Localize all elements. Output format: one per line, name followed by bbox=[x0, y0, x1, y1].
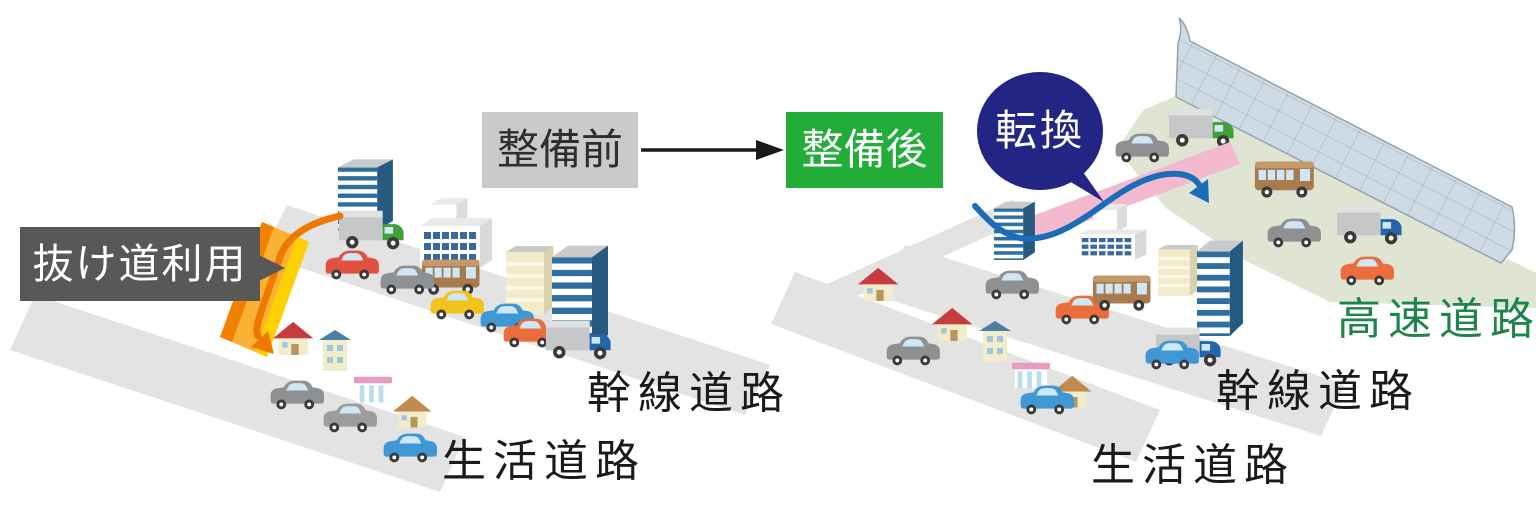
before-scene bbox=[10, 159, 770, 492]
conversion-arrow-icon bbox=[972, 170, 1209, 242]
house-icon bbox=[272, 321, 314, 355]
bus-icon bbox=[1092, 275, 1151, 311]
office-building-icon bbox=[1078, 229, 1147, 260]
arterial-road-label-before: 幹線道路 bbox=[587, 369, 791, 418]
sound-barrier-icon bbox=[1175, 17, 1516, 264]
before-label-box: 整備前 bbox=[482, 112, 638, 188]
tower-building-icon bbox=[1197, 240, 1243, 336]
shop-icon bbox=[1011, 362, 1050, 389]
residential-road bbox=[771, 272, 1160, 462]
house-icon bbox=[319, 330, 351, 371]
cream-building-icon bbox=[1158, 245, 1198, 296]
expressway-road-label: 高速道路 bbox=[1337, 295, 1536, 344]
conversion-callout-bubble: 転換 bbox=[977, 72, 1103, 190]
after-scene bbox=[771, 17, 1536, 462]
shop-icon bbox=[353, 376, 392, 403]
house-icon bbox=[392, 395, 432, 428]
after-label-box: 整備後 bbox=[786, 112, 943, 188]
shortcut-use-callout: 抜け道利用 bbox=[20, 227, 285, 301]
flow-arrow-icon bbox=[641, 140, 784, 160]
shortcut-arrow-icon bbox=[251, 212, 344, 354]
callout-pointer-icon bbox=[259, 255, 285, 281]
residential-road-label-before: 生活道路 bbox=[442, 437, 646, 486]
residential-road bbox=[10, 295, 465, 492]
residential-road-label-after: 生活道路 bbox=[1091, 441, 1295, 490]
shortcut-use-callout-text: 抜け道利用 bbox=[32, 240, 248, 287]
arterial-road-label-after: 幹線道路 bbox=[1216, 367, 1420, 416]
